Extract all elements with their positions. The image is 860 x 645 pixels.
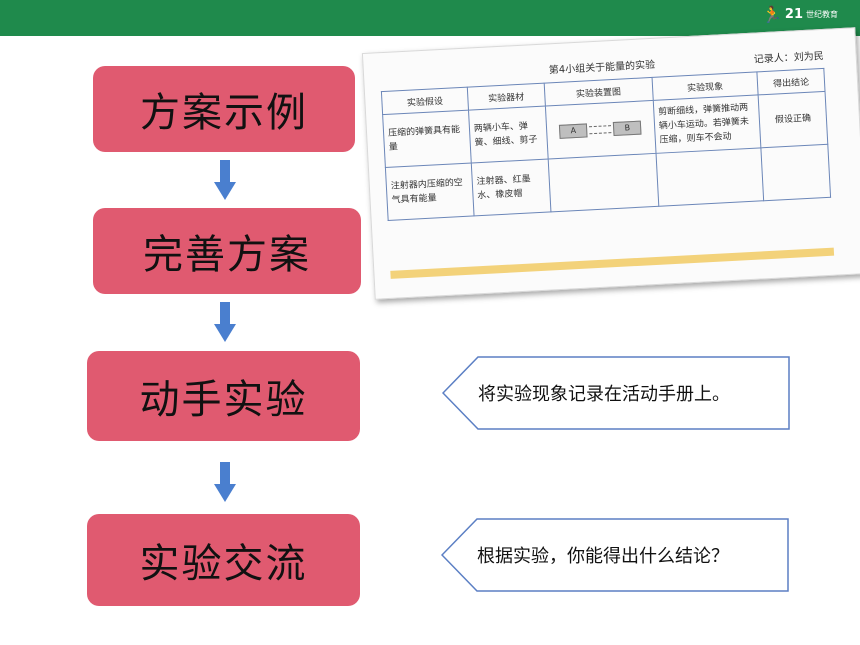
cart-a: A <box>559 123 588 139</box>
table-cell: 压缩的弹簧具有能量 <box>382 110 472 168</box>
apparatus-drawing: A B <box>551 120 651 139</box>
down-arrow-icon <box>214 462 236 502</box>
callout-shape <box>442 356 790 430</box>
step-label: 方案示例 <box>140 90 308 136</box>
callout-shape <box>441 518 789 592</box>
down-arrow-icon <box>214 302 236 342</box>
table-cell <box>547 153 659 212</box>
step-label: 完善方案 <box>143 232 311 278</box>
down-arrow-icon <box>214 160 236 200</box>
step-label: 动手实验 <box>139 377 308 423</box>
note-record-phenomenon: 将实验现象记录在活动手册上。 <box>442 356 790 430</box>
experiment-record-photo: 第4小组关于能量的实验 记录人：刘为民 实验假设 实验器材 实验装置图 实验现象… <box>361 27 860 300</box>
logo-text: 世纪教育 <box>806 9 838 19</box>
experiment-table: 实验假设 实验器材 实验装置图 实验现象 得出结论 压缩的弹簧具有能量 两辆小车… <box>381 68 831 221</box>
table-cell: 剪断细线，弹簧推动两辆小车运动。若弹簧未压缩，则车不会动 <box>653 94 762 154</box>
step-label: 实验交流 <box>139 541 308 587</box>
table-cell: 注射器内压缩的空气具有能量 <box>385 163 474 221</box>
header-bar: 🏃 21 世纪教育 <box>0 0 860 36</box>
logo: 🏃 21 世纪教育 <box>762 4 838 24</box>
note-draw-conclusion: 根据实验，你能得出什么结论？ <box>441 518 789 592</box>
page-edge <box>390 247 835 279</box>
runner-icon: 🏃 <box>761 4 782 24</box>
step-refine-plan[interactable]: 完善方案 <box>93 208 361 294</box>
table-cell <box>761 144 831 201</box>
logo-number: 21 <box>784 6 803 22</box>
table-cell: 假设正确 <box>758 91 828 148</box>
spring-icon <box>589 125 612 135</box>
table-cell <box>655 147 764 207</box>
table-cell: 注射器、红墨水、橡皮帽 <box>471 159 551 216</box>
note-text: 将实验现象记录在活动手册上。 <box>478 384 730 405</box>
step-do-experiment[interactable]: 动手实验 <box>87 351 360 441</box>
step-plan-example[interactable]: 方案示例 <box>93 66 355 152</box>
note-text: 根据实验，你能得出什么结论？ <box>477 546 729 567</box>
table-cell: A B <box>545 100 656 160</box>
step-share-results[interactable]: 实验交流 <box>87 514 360 606</box>
table-cell: 两辆小车、弹簧、细线、剪子 <box>468 106 548 164</box>
cart-b: B <box>613 120 642 137</box>
